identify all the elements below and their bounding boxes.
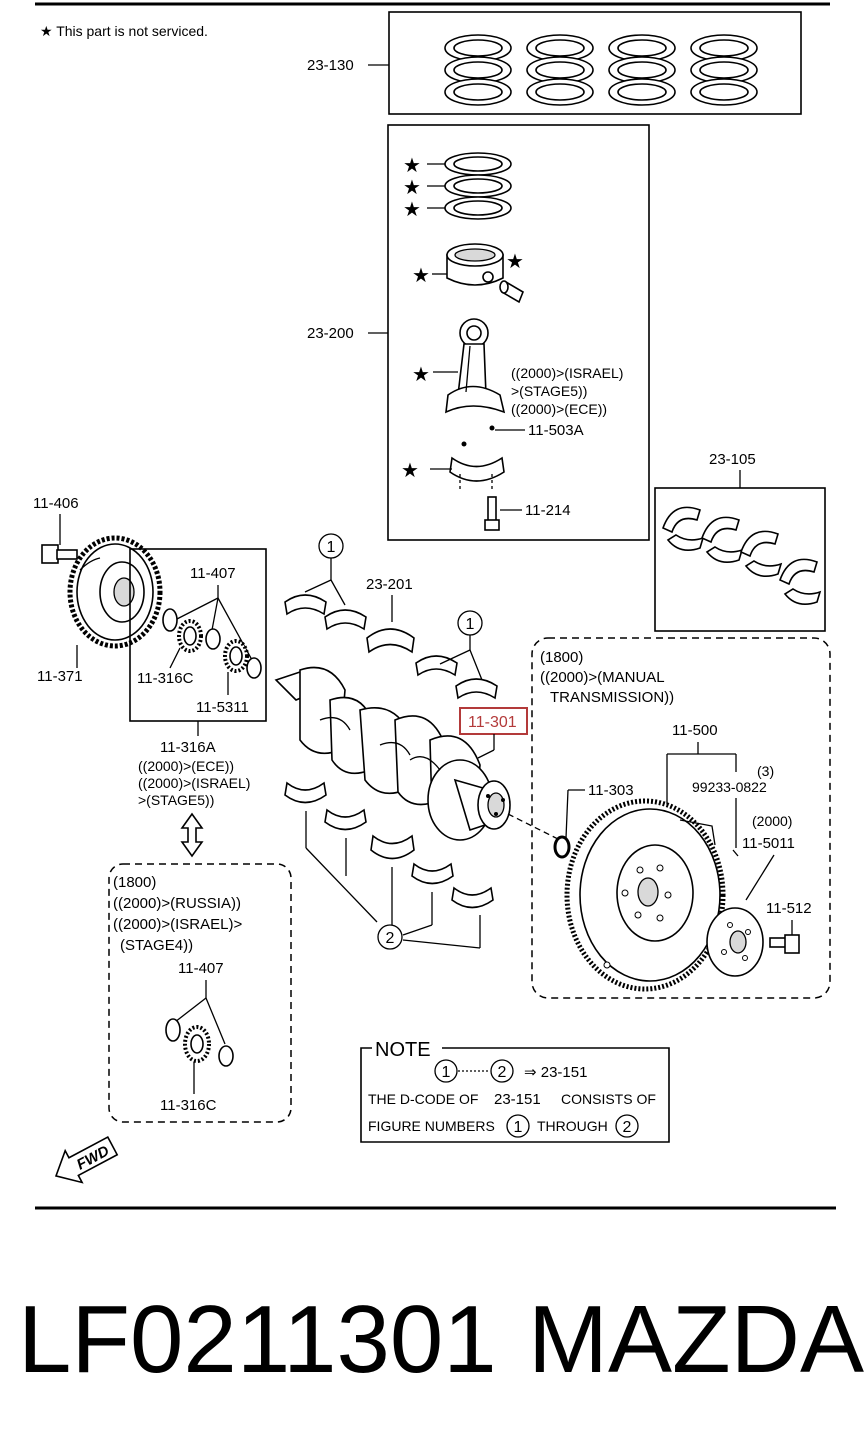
- figure-number-2: 2: [498, 1064, 507, 1081]
- flywheel: [564, 798, 726, 992]
- figure-number-1: 1: [514, 1119, 523, 1136]
- label-11-5311: 11-5311: [196, 699, 249, 716]
- label-11-5011: 11-5011: [742, 835, 795, 852]
- flywheel-bolt: [769, 934, 800, 954]
- note-line-3b: THROUGH: [537, 1118, 608, 1134]
- note-line-2a: THE D-CODE OF: [368, 1091, 478, 1107]
- crank-pulley: [67, 535, 163, 649]
- figure-number-1: 1: [327, 539, 336, 556]
- part-number: LF0211301: [18, 1286, 497, 1393]
- label-11-316a: 11-316A: [160, 739, 216, 756]
- seal-b-condition: (1800): [113, 874, 156, 891]
- pulley-bolt: [41, 544, 78, 564]
- flywheel-condition: (1800): [540, 649, 583, 666]
- label-11-214: 11-214: [525, 502, 571, 519]
- upper-main-bearings: [284, 594, 498, 700]
- star-icon: ★: [403, 199, 421, 221]
- label-99233-0822: 99233-0822: [692, 779, 767, 795]
- label-11-301: 11-301: [468, 714, 517, 731]
- figure-circle-2: [615, 1114, 639, 1138]
- rod-condition: ((2000)>(ISRAEL): [511, 365, 623, 381]
- piston: [446, 243, 504, 286]
- figure-circle-1: [434, 1059, 458, 1083]
- flywheel-washer: [706, 907, 764, 977]
- label-11-407-b: 11-407: [178, 960, 224, 977]
- label-23-200: 23-200: [307, 325, 354, 342]
- label-11-406: 11-406: [33, 495, 79, 512]
- seal-parts-a: [162, 608, 262, 679]
- star-icon: ★: [506, 251, 524, 273]
- crankshaft: [274, 666, 511, 841]
- not-serviced-note: ★ This part is not serviced.: [40, 23, 208, 39]
- piston-pin: [499, 280, 524, 304]
- figure-circle-2: [490, 1059, 514, 1083]
- rod-cap: [449, 456, 505, 492]
- note-arrow-target: ⇒ 23-151: [524, 1064, 587, 1081]
- lower-main-bearings: [284, 781, 494, 909]
- star-icon: ★: [412, 265, 430, 287]
- bearing-box: [654, 487, 826, 632]
- label-11-371: 11-371: [37, 668, 83, 685]
- double-arrow-icon: [180, 812, 204, 858]
- rod-condition: ((2000)>(ECE)): [511, 401, 607, 417]
- note-box: [360, 1047, 670, 1143]
- note-line-3a: FIGURE NUMBERS: [368, 1118, 495, 1134]
- rod-bolt: [484, 496, 500, 531]
- seal-parts-b: [165, 1018, 234, 1067]
- label-11-316c-a: 11-316C: [137, 670, 194, 687]
- label-99233-qty: (3): [757, 763, 774, 779]
- note-title: NOTE: [375, 1039, 431, 1061]
- figure-number-1: 1: [442, 1064, 451, 1081]
- star-icon: ★: [403, 177, 421, 199]
- piston-rings: [444, 152, 512, 220]
- label-23-105: 23-105: [709, 451, 756, 468]
- piston-rod-box: [387, 124, 650, 541]
- label-23-201: 23-201: [366, 576, 413, 593]
- seal-b-condition: ((2000)>(RUSSIA)): [113, 895, 241, 912]
- label-11-303: 11-303: [588, 782, 634, 799]
- rod-bolt-nut: [489, 425, 495, 431]
- label-11-512: 11-512: [766, 900, 812, 917]
- brand-name: MAZDA: [528, 1286, 864, 1393]
- label-23-130: 23-130: [307, 57, 354, 74]
- star-icon: ★: [412, 364, 430, 386]
- pilot-bearing: [553, 835, 571, 859]
- note-line-2c: CONSISTS OF: [561, 1091, 656, 1107]
- seal-b-condition: (STAGE4)): [120, 937, 193, 954]
- rod-condition: >(STAGE5)): [511, 383, 587, 399]
- bearing-shells: [661, 506, 822, 605]
- connecting-rod: [445, 318, 506, 414]
- fwd-arrow-icon: FWD: [54, 1136, 119, 1184]
- label-11-316c-b: 11-316C: [160, 1097, 217, 1114]
- figure-circle-2: [377, 924, 403, 950]
- flywheel-condition: ((2000)>(MANUAL: [540, 669, 665, 686]
- figure-number-1: 1: [466, 616, 475, 633]
- figure-number-2: 2: [623, 1119, 632, 1136]
- figure-circle-1: [506, 1114, 530, 1138]
- seal-a-condition: ((2000)>(ECE)): [138, 758, 234, 774]
- rings-box: [388, 11, 802, 115]
- flywheel-condition: TRANSMISSION)): [550, 689, 674, 706]
- flywheel-box: [531, 637, 831, 999]
- seal-a-condition: ((2000)>(ISRAEL): [138, 775, 250, 791]
- seal-b-condition: ((2000)>(ISRAEL)>: [113, 916, 242, 933]
- note-line-2b: 23-151: [494, 1091, 541, 1108]
- seal-box-b: [108, 863, 292, 1123]
- label-11-500: 11-500: [672, 722, 718, 739]
- star-icon: ★: [401, 460, 419, 482]
- figure-number-2: 2: [386, 930, 395, 947]
- label-11-407-a: 11-407: [190, 565, 236, 582]
- star-icon: ★: [403, 155, 421, 177]
- label-2000: (2000): [752, 813, 792, 829]
- label-11-503a: 11-503A: [528, 422, 584, 439]
- piston-ring-set: [444, 34, 758, 106]
- seal-a-condition: >(STAGE5)): [138, 792, 214, 808]
